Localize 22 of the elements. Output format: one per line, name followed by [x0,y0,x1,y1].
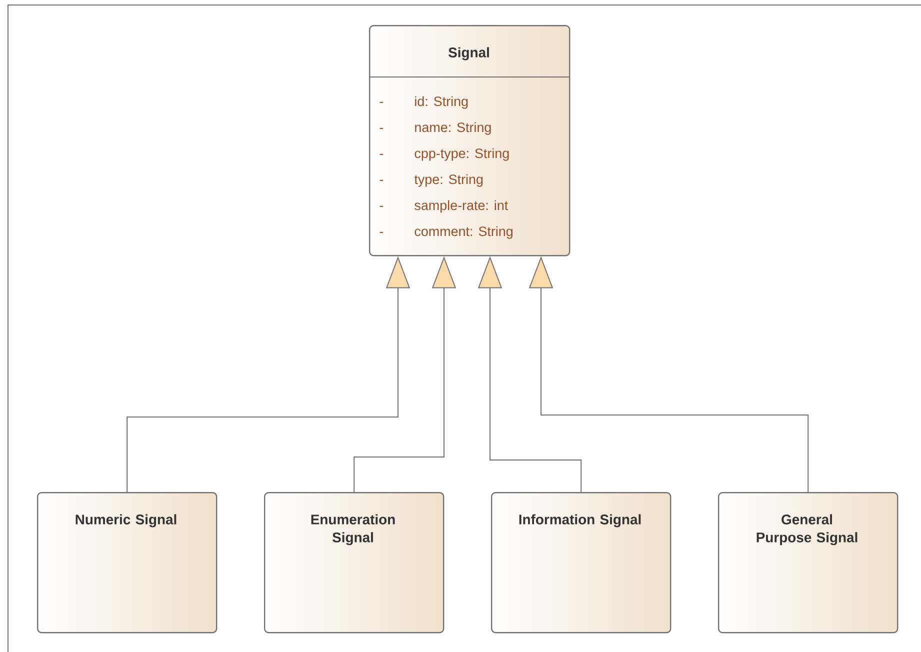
attribute-text: id: String [415,96,468,109]
visibility-marker: - [380,232,384,233]
attribute-text: comment: String [414,226,512,239]
attribute-text: type: String [414,174,483,187]
visibility-marker: - [380,102,384,103]
class-box [718,492,898,634]
class-name: Enumeration Signal [311,514,395,546]
visibility-marker: - [380,154,384,155]
visibility-marker: - [380,206,384,207]
class-box [368,25,570,256]
class-name: Signal [448,47,489,60]
attribute-text: cpp-type: String [414,148,509,161]
visibility-marker: - [380,128,384,129]
class-name: Numeric Signal [76,514,176,528]
class-name: Information Signal [519,514,641,528]
class-box [491,492,672,634]
class-box [37,492,218,634]
attribute-text: sample-rate: int [414,200,508,213]
class-name: General Purpose Signal [756,514,858,546]
visibility-marker: - [380,180,384,181]
class-box [264,492,444,634]
attribute-text: name: String [415,122,491,135]
